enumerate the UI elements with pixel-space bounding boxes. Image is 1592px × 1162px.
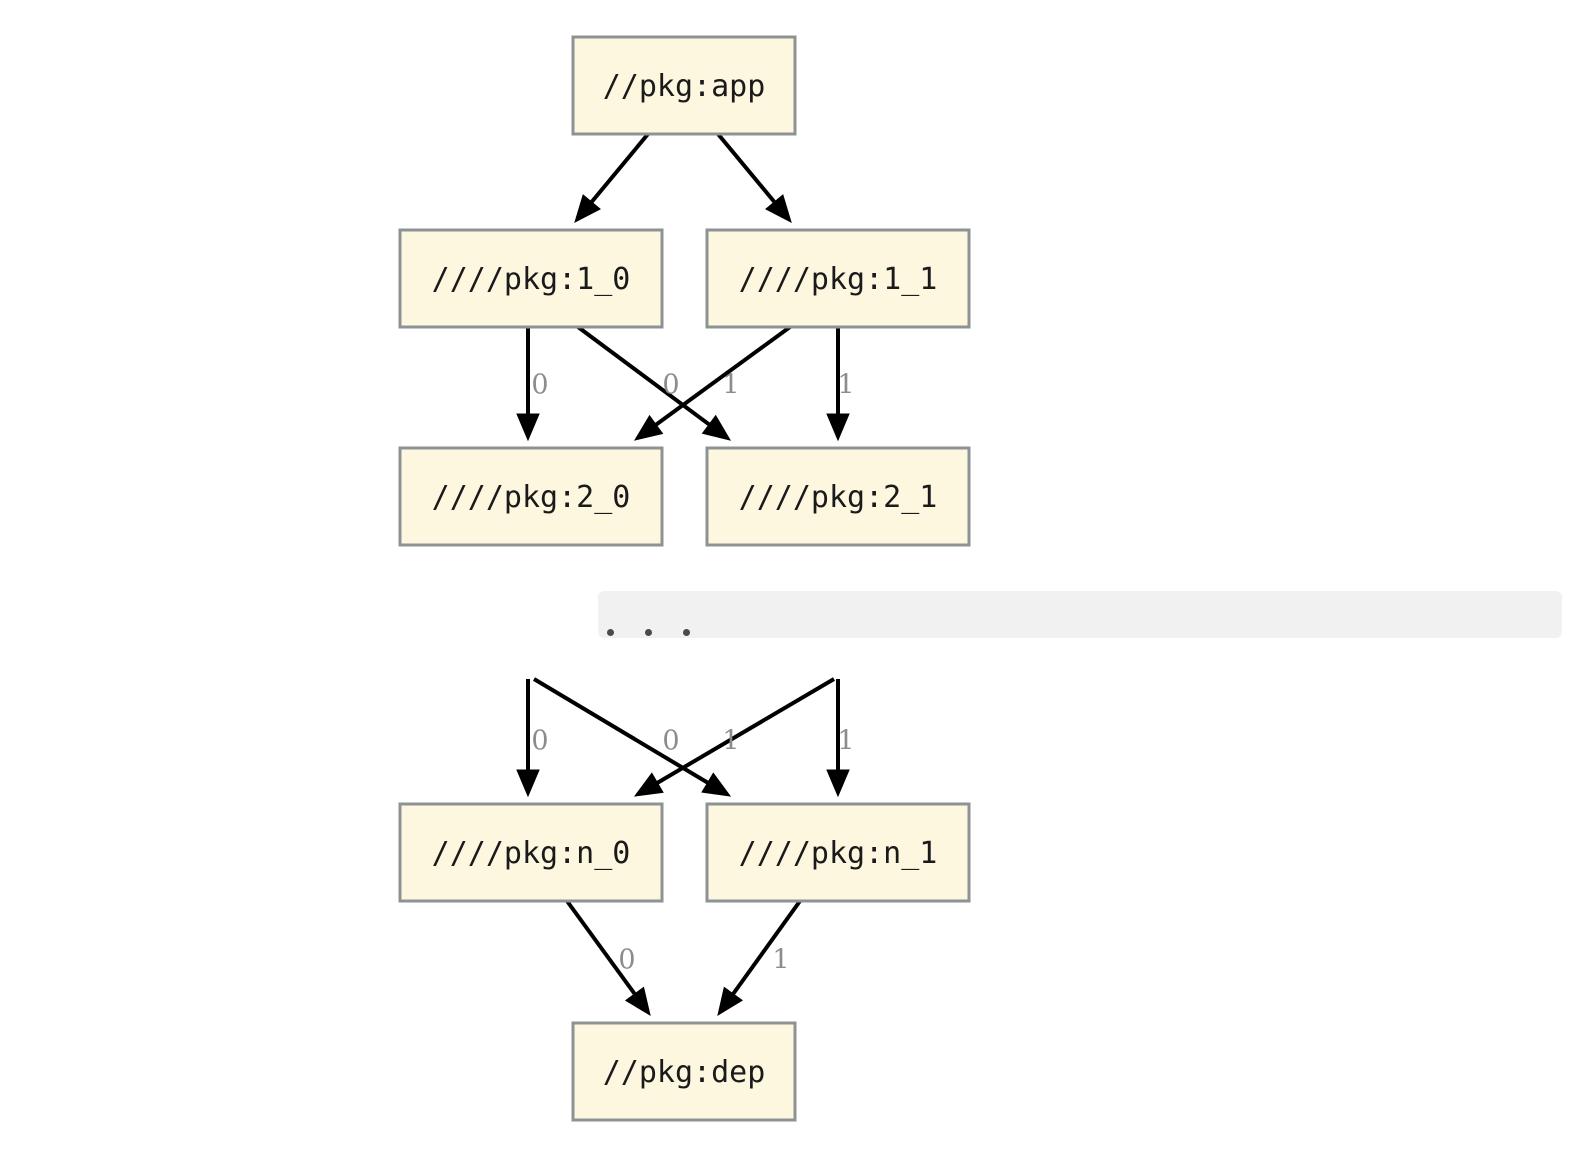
arrow-head-icon (633, 414, 664, 441)
arrow-head-icon (826, 413, 850, 442)
graph-node-dep[interactable]: //pkg:dep (571, 1021, 797, 1122)
graph-edge (586, 132, 650, 208)
node-label: //pkg:dep (603, 1055, 766, 1090)
arrow-head-icon (826, 769, 850, 798)
graph-node-app[interactable]: //pkg:app (571, 35, 797, 136)
edges-layer (516, 132, 850, 1017)
node-label: //pkg:app (603, 69, 766, 104)
graph-edge (651, 677, 836, 788)
ellipsis-dot-1 (607, 628, 614, 636)
edge-label: 1 (722, 726, 739, 757)
node-box[interactable] (398, 446, 664, 547)
arrow-head-icon (516, 413, 540, 442)
arrow-head-icon (624, 986, 651, 1017)
node-box[interactable] (705, 446, 971, 547)
graph-edge (649, 325, 792, 430)
graph-edge (532, 677, 714, 788)
ellipsis-dot-3 (683, 628, 690, 636)
edge-label: 0 (662, 370, 679, 401)
ellipsis-separator-band (598, 591, 1562, 638)
node-label: ////pkg:1_1 (739, 262, 938, 297)
edge-labels-layer: 0 0 1 1 0 0 1 1 0 1 (531, 370, 854, 976)
node-label: ////pkg:1_0 (432, 262, 631, 297)
graph-edge (565, 899, 640, 1001)
arrow-head-icon (765, 194, 792, 223)
ellipsis-dot-2 (645, 628, 652, 636)
arrow-head-icon (574, 194, 601, 223)
edge-label: 1 (837, 726, 854, 757)
arrow-head-icon (717, 986, 744, 1017)
edge-label: 0 (618, 945, 635, 976)
edge-label: 1 (837, 370, 854, 401)
node-box[interactable] (571, 35, 797, 136)
graph-edge (728, 899, 802, 1000)
node-box[interactable] (398, 228, 664, 329)
edge-label: 0 (531, 370, 548, 401)
nodes-layer: //pkg:app ////pkg:1_0 ////pkg:1_1 ////pkg:2… (398, 35, 971, 1122)
node-box[interactable] (571, 1021, 797, 1122)
node-label: ////pkg:n_0 (432, 836, 631, 871)
graph-node-n2_1[interactable]: ////pkg:2_1 (705, 446, 971, 547)
edge-label: 0 (531, 726, 548, 757)
edge-label: 1 (772, 945, 789, 976)
graph-node-n1_1[interactable]: ////pkg:1_1 (705, 228, 971, 329)
node-box[interactable] (705, 228, 971, 329)
edge-label: 0 (662, 726, 679, 757)
graph-node-nn_1[interactable]: ////pkg:n_1 (705, 802, 971, 903)
arrow-head-icon (516, 769, 540, 798)
arrow-head-icon (633, 772, 664, 797)
node-box[interactable] (398, 802, 664, 903)
graph-edge (576, 325, 716, 430)
graph-edge (716, 132, 780, 208)
node-label: ////pkg:n_1 (739, 836, 938, 871)
ellipsis-dots (607, 622, 727, 642)
arrow-head-icon (701, 772, 732, 797)
graph-node-n2_0[interactable]: ////pkg:2_0 (398, 446, 664, 547)
graph-node-n1_0[interactable]: ////pkg:1_0 (398, 228, 664, 329)
node-label: ////pkg:2_1 (739, 480, 938, 515)
node-box[interactable] (705, 802, 971, 903)
graph-node-nn_0[interactable]: ////pkg:n_0 (398, 802, 664, 903)
arrow-head-icon (701, 414, 732, 441)
node-label: ////pkg:2_0 (432, 480, 631, 515)
edge-label: 1 (722, 370, 739, 401)
